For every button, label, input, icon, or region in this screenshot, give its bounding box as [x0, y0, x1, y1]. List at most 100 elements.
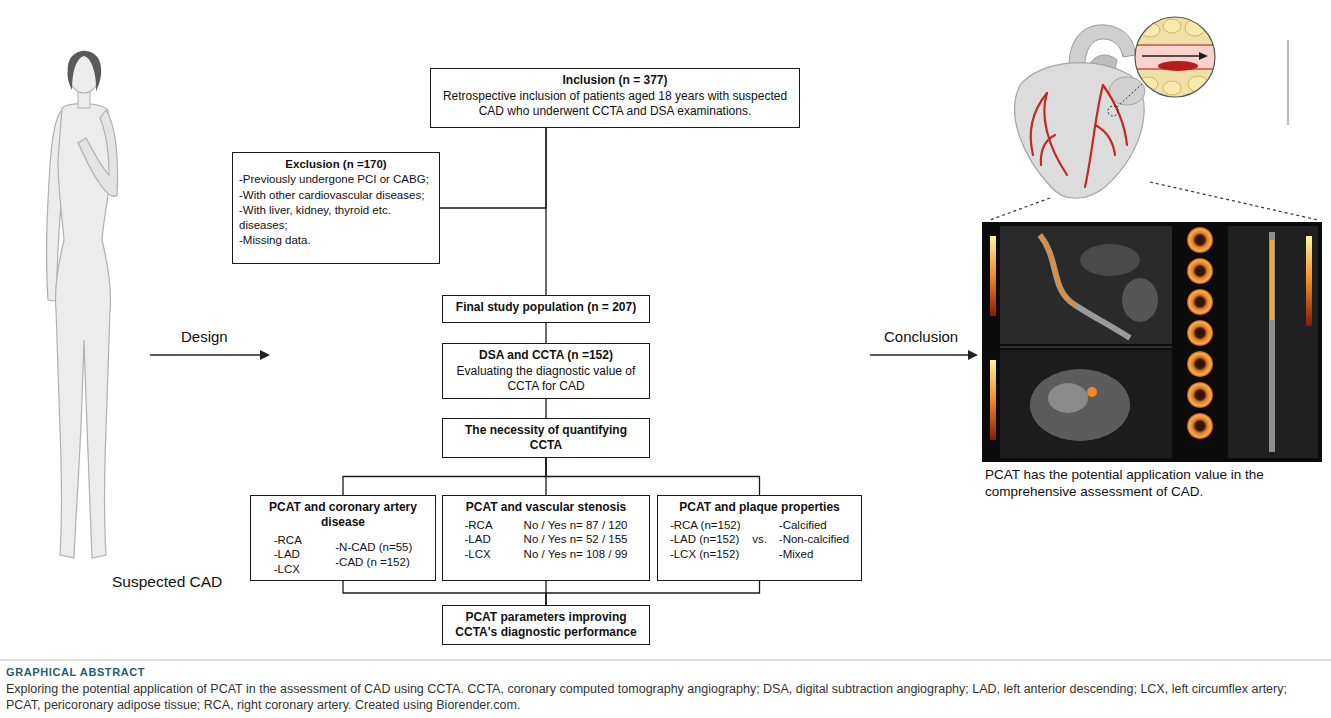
text-column: -Calcified-Non-calcified-Mixed — [779, 518, 849, 561]
ct-panel — [1087, 387, 1097, 397]
connector-line — [545, 128, 546, 295]
vessel-zoom — [1163, 19, 1181, 33]
ct-panel — [1306, 236, 1312, 326]
ct-panel — [1122, 278, 1158, 322]
ct-panel — [1187, 227, 1213, 439]
box-heading: The necessity of quantifying CCTA — [449, 423, 643, 453]
box-item: No / Yes n= 87 / 120 — [524, 518, 628, 532]
box-heading: PCAT and coronary artery disease — [257, 500, 429, 530]
box-item: -RCA — [274, 533, 302, 547]
dotted-leader — [990, 198, 1050, 220]
process-box: DSA and CCTA (n =152)Evaluating the diag… — [442, 343, 650, 399]
text-column: -RCA-LAD-LCX — [274, 533, 302, 576]
box-text: Evaluating the diagnostic value of CCTA … — [449, 364, 643, 394]
box-text: -Missing data. — [239, 233, 433, 247]
ct-panel — [1000, 350, 1172, 458]
process-box: PCAT and plaque properties-RCA (n=152)-L… — [657, 495, 862, 581]
box-text: -Previously undergone PCI or CABG; — [239, 172, 433, 186]
heart-illustration — [1085, 85, 1103, 187]
ct-panel — [1187, 413, 1213, 439]
vessel-zoom — [1130, 12, 1225, 102]
ct-panel — [1187, 289, 1213, 315]
box-item: No / Yes n= 52 / 155 — [524, 532, 628, 546]
process-box: PCAT and coronary artery disease-RCA-LAD… — [250, 495, 436, 581]
box-item: No / Yes n= 108 / 99 — [524, 547, 628, 561]
design-arrow — [150, 354, 262, 356]
ct-panel — [1040, 235, 1075, 305]
box-heading: PCAT parameters improving CCTA's diagnos… — [449, 610, 643, 640]
box-heading: Final study population (n = 207) — [449, 300, 643, 315]
ct-panel — [1187, 227, 1213, 253]
figure-hair — [68, 51, 102, 92]
text-column: -RCA (n=152)-LAD (n=152)-LCX (n=152) — [670, 518, 741, 561]
figure-arm — [78, 110, 118, 196]
connector-line — [343, 458, 546, 495]
vessel-zoom — [1163, 81, 1181, 95]
box-heading: PCAT and vascular stenosis — [449, 500, 643, 515]
conclusion-arrow — [870, 350, 978, 360]
annotation-label: Suspected CAD — [112, 572, 222, 591]
vessel-zoom — [1158, 61, 1198, 71]
box-heading: PCAT and plaque properties — [664, 500, 855, 515]
vessel-zoom — [1142, 55, 1200, 57]
text-column: -RCA-LAD-LCX — [464, 518, 492, 561]
conclusion-arrow — [968, 350, 978, 360]
annotation-label: Design — [181, 328, 228, 347]
ct-panel — [1187, 382, 1213, 408]
text-row: -RCA (n=152)-LAD (n=152)-LCX (n=152) vs.-… — [664, 518, 855, 561]
box-item: -Calcified — [779, 518, 849, 532]
connector-line — [545, 323, 546, 343]
text-row: -RCA-LAD-LCX -N-CAD (n=55)-CAD (n =152) — [257, 533, 429, 576]
connector-line — [545, 399, 546, 418]
ct-panel — [1187, 320, 1213, 346]
box-item: -LCX — [274, 562, 302, 576]
figure-caption: Exploring the potential application of P… — [6, 681, 1324, 713]
heart-illustration — [1041, 135, 1055, 165]
vessel-zoom — [1199, 52, 1208, 60]
box-item: -LCX (n=152) — [670, 547, 741, 561]
ct-panel — [1228, 226, 1318, 458]
ct-panel — [982, 222, 1322, 462]
text-column: vs. — [752, 532, 767, 546]
text-column: -N-CAD (n=55)-CAD (n =152) — [335, 540, 412, 569]
divider-line — [1288, 40, 1289, 125]
box-item: -LAD — [464, 532, 492, 546]
heart-illustration — [1015, 63, 1145, 199]
connector-line — [546, 458, 760, 495]
process-box: Exclusion (n =170)-Previously undergone … — [232, 152, 440, 264]
box-item: -RCA — [464, 518, 492, 532]
heart-illustration — [1108, 106, 1118, 116]
ct-panel — [1269, 232, 1275, 452]
process-box: Final study population (n = 207) — [442, 295, 650, 323]
ct-panel — [1000, 347, 1172, 348]
box-item: -Non-calcified — [779, 532, 849, 546]
heart-illustration — [1109, 77, 1145, 105]
ct-panel — [982, 222, 1322, 462]
heart-illustration — [1015, 25, 1145, 198]
patient-figure — [47, 51, 118, 558]
text-row: -RCA-LAD-LCXNo / Yes n= 87 / 120No / Yes… — [449, 518, 643, 561]
box-item: -CAD (n =152) — [335, 555, 412, 569]
separator-line — [0, 660, 1331, 661]
process-box: PCAT and vascular stenosis -RCA-LAD-LCX No… — [442, 495, 650, 581]
box-text: -With other cardiovascular diseases; — [239, 188, 433, 202]
ct-panel — [1000, 226, 1172, 344]
heart-illustration — [1095, 125, 1115, 155]
connector-line — [546, 581, 760, 605]
box-item: -LAD — [274, 547, 302, 561]
connector-line — [343, 581, 546, 605]
box-item: -RCA (n=152) — [670, 518, 741, 532]
process-box: PCAT parameters improving CCTA's diagnos… — [442, 605, 650, 645]
ct-panel — [1187, 258, 1213, 284]
process-box: The necessity of quantifying CCTA — [442, 418, 650, 458]
annotation-label: PCAT has the potential application value… — [985, 467, 1285, 501]
dotted-leader — [1150, 182, 1318, 220]
box-text: -With liver, kidney, thyroid etc. diseas… — [239, 203, 433, 232]
heart-illustration — [1117, 83, 1143, 107]
box-heading: Inclusion (n = 377) — [437, 73, 793, 88]
figure-title: GRAPHICAL ABSTRACT — [6, 666, 145, 678]
box-item: vs. — [752, 532, 767, 546]
ct-panel — [1187, 351, 1213, 377]
ct-panel — [1030, 369, 1130, 441]
